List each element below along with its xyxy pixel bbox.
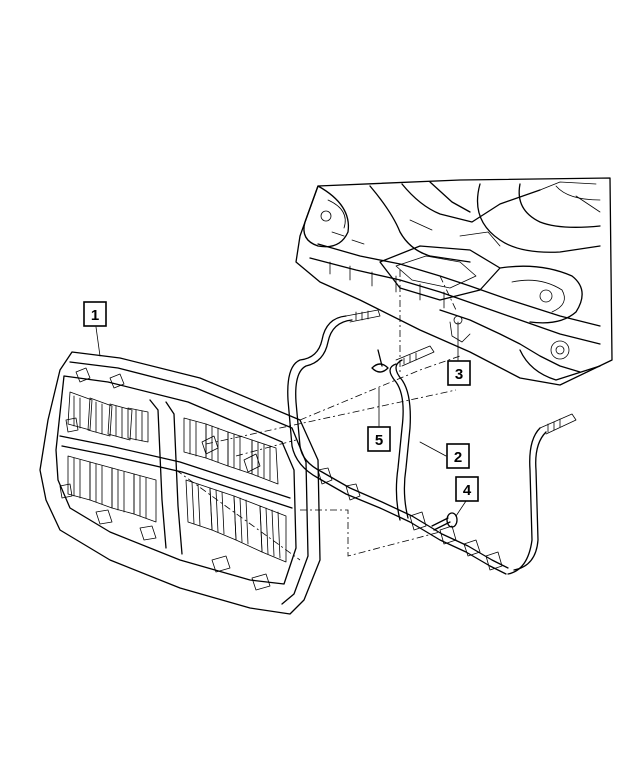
callout-3-label: 3 — [455, 366, 463, 383]
callout-1: 1 — [83, 301, 107, 327]
reference-lines — [175, 270, 461, 561]
callout-5: 5 — [367, 426, 391, 452]
bolt — [431, 512, 458, 531]
grille-assembly — [39, 351, 321, 615]
push-pin — [371, 349, 389, 373]
callout-5-label: 5 — [375, 432, 383, 449]
callout-3: 3 — [447, 360, 471, 386]
callout-2: 2 — [446, 443, 470, 469]
callout-4: 4 — [455, 476, 479, 502]
leader-lines — [95, 321, 467, 517]
callout-2-label: 2 — [454, 449, 462, 466]
release-cable — [287, 309, 577, 575]
radiator-support-structure — [295, 177, 613, 386]
callout-1-label: 1 — [91, 307, 99, 324]
callout-4-label: 4 — [463, 482, 472, 499]
